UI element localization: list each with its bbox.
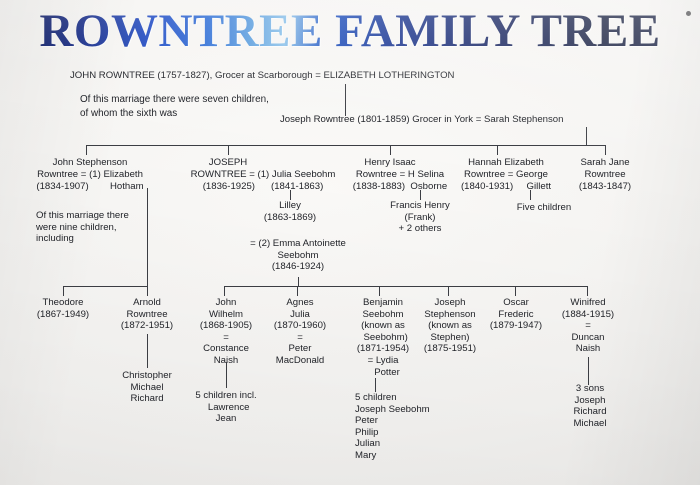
connector-hannah-to-children: [530, 190, 531, 200]
connector-benjamin-to-children: [375, 378, 376, 392]
connector-julia-to-lilley: [290, 190, 291, 200]
connector-john-stephenson-to-children: [147, 188, 148, 286]
gen3-henry-isaac-children: Francis Henry (Frank) + 2 others: [390, 200, 450, 235]
gen3-sibling-bar: [86, 145, 606, 146]
gen4-arnold: Arnold Rowntree (1872-1951): [120, 297, 174, 332]
gen3-john-stephenson-line2: Rowntree = (1) Elizabeth: [37, 169, 143, 180]
connector-henry-isaac-to-children: [420, 190, 421, 200]
gen4-joseph-stephenson: Joseph Stephenson (known as Stephen) (18…: [423, 297, 477, 355]
gen4-drop-agnes-julia: [297, 286, 298, 296]
gen4-drop-john-wilhelm: [224, 286, 225, 296]
gen3-sarah-jane-line1: Sarah Jane: [580, 157, 630, 168]
gen3-hannah-line2: Rowntree = George: [464, 169, 548, 180]
gen3-john-stephenson-note: Of this marriage there were nine childre…: [36, 210, 129, 245]
connector-arnold-to-children: [147, 334, 148, 368]
gen3-john-stephenson-line1: John Stephenson: [52, 157, 128, 168]
gen3-sarah-jane-line2: Rowntree: [584, 169, 626, 180]
gen4-benjamin-children: 5 children Joseph Seebohm Peter Philip J…: [355, 392, 430, 461]
gen3-lilley: Lilley (1863-1869): [263, 200, 317, 223]
gen3-drop-john-stephenson: [86, 145, 87, 155]
gen4-winifred: Winifred (1884-1915) = Duncan Naish: [561, 297, 615, 355]
gen3-drop-joseph: [228, 145, 229, 155]
gen1-note-line2: of whom the sixth was: [80, 108, 178, 119]
gen4-drop-winifred: [587, 286, 588, 296]
gen3-joseph-line3: (1836-1925) (1841-1863): [202, 181, 324, 192]
gen4-left-sibling-bar: [63, 286, 148, 287]
gen3-drop-hannah-elizabeth: [497, 145, 498, 155]
connector-gen2-to-gen3-bar: [586, 127, 587, 145]
gen3-joseph-second-union: = (2) Emma Antoinette Seebohm (1846-1924…: [250, 238, 346, 273]
connector-gen1-to-gen2: [345, 84, 346, 116]
gen3-sarah-jane-line3: (1843-1847): [578, 181, 632, 192]
connector-john-wilhelm-to-children: [226, 362, 227, 388]
gen4-drop-arnold: [147, 286, 148, 296]
gen3-henry-isaac-line1: Henry Isaac: [364, 157, 416, 168]
gen3-joseph-line1: JOSEPH: [208, 157, 248, 168]
gen1-union-text: JOHN ROWNTREE (1757-1827), Grocer at Sca…: [70, 70, 455, 81]
gen4-drop-theodore: [63, 286, 64, 296]
gen2-union-text: Joseph Rowntree (1801-1859) Grocer in Yo…: [280, 114, 564, 125]
connector-joseph-to-children: [298, 277, 299, 287]
gen4-agnes-julia: Agnes Julia (1870-1960) = Peter MacDonal…: [273, 297, 327, 366]
gen4-drop-oscar-frederic: [515, 286, 516, 296]
gen3-john-stephenson-line3: (1834-1907) Hotham: [36, 181, 144, 192]
photo-speck: [686, 11, 691, 16]
gen4-john-wilhelm: John Wilhelm (1868-1905) = Constance Nai…: [199, 297, 253, 366]
gen4-right-sibling-bar: [224, 286, 588, 287]
gen3-drop-henry-isaac: [390, 145, 391, 155]
gen3-hannah-line1: Hannah Elizabeth: [468, 157, 544, 168]
gen3-hannah-line3: (1840-1931) Gillett: [460, 181, 552, 192]
gen4-oscar-frederic: Oscar Frederic (1879-1947): [489, 297, 543, 332]
gen4-benjamin-seebohm: Benjamin Seebohm (known as Seebohm) (187…: [356, 297, 410, 378]
gen3-joseph-line2: ROWNTREE = (1) Julia Seebohm: [190, 169, 336, 180]
gen4-theodore: Theodore (1867-1949): [36, 297, 90, 320]
gen3-hannah-children: Five children: [516, 202, 572, 213]
gen4-winifred-children: 3 sons Joseph Richard Michael: [573, 383, 607, 429]
gen4-arnold-children: Christopher Michael Richard: [122, 370, 172, 405]
gen1-note-line1: Of this marriage there were seven childr…: [80, 94, 269, 105]
gen4-drop-benjamin-seebohm: [379, 286, 380, 296]
gen3-drop-sarah-jane: [605, 145, 606, 155]
gen4-drop-joseph-stephenson: [448, 286, 449, 296]
page-title: ROWNTREE FAMILY TREE: [0, 2, 700, 60]
gen3-henry-isaac-line3: (1838-1883) Osborne: [352, 181, 448, 192]
connector-winifred-to-children: [588, 357, 589, 385]
gen4-john-wilhelm-children: 5 children incl. Lawrence Jean: [195, 390, 257, 425]
gen3-henry-isaac-line2: Rowntree = H Selina: [355, 169, 445, 180]
